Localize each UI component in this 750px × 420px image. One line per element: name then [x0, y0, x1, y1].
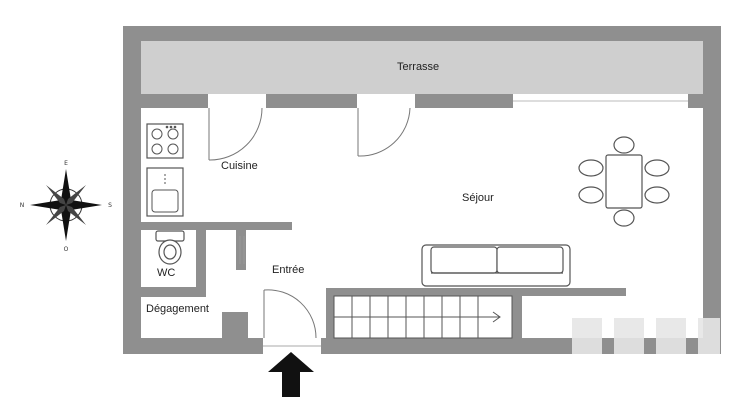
room-label-degagement: Dégagement [146, 303, 209, 315]
toilet [155, 230, 185, 265]
watermark-logo [572, 318, 720, 354]
wc-bottom-wall [141, 287, 206, 297]
compass-rose-icon: E O N S [20, 160, 112, 253]
terrace-window-left [208, 94, 266, 108]
wc-side-wall [196, 230, 206, 292]
room-label-cuisine: Cuisine [221, 160, 258, 172]
terrace-window-middle [357, 94, 415, 108]
degagement-wall [222, 312, 248, 340]
room-label-terrasse: Terrasse [397, 61, 440, 73]
stair-left-wall [326, 288, 334, 340]
dining-table [578, 136, 670, 227]
svg-text:N: N [20, 202, 25, 209]
entry-side-wall [236, 230, 246, 270]
entrance-arrow-icon [268, 352, 314, 397]
svg-text:O: O [64, 246, 69, 253]
terrace-area [141, 41, 703, 94]
svg-text:S: S [108, 202, 112, 209]
terrace-door-middle [357, 107, 411, 157]
kitchen-sink [146, 167, 184, 217]
room-label-sejour: Séjour [462, 192, 494, 204]
room-label-entree: Entrée [272, 264, 305, 276]
room-label-wc: WC [157, 267, 176, 279]
stair-right-wall [512, 296, 522, 340]
kitchen-wc-wall [141, 222, 292, 230]
sofa [421, 244, 571, 287]
stair-top-wall [330, 288, 626, 296]
staircase [333, 295, 513, 339]
terrace-door-left [208, 107, 263, 161]
entry-closet [239, 236, 245, 264]
svg-text:E: E [64, 160, 68, 167]
entrance-door [263, 289, 317, 339]
cooktop [146, 123, 184, 159]
